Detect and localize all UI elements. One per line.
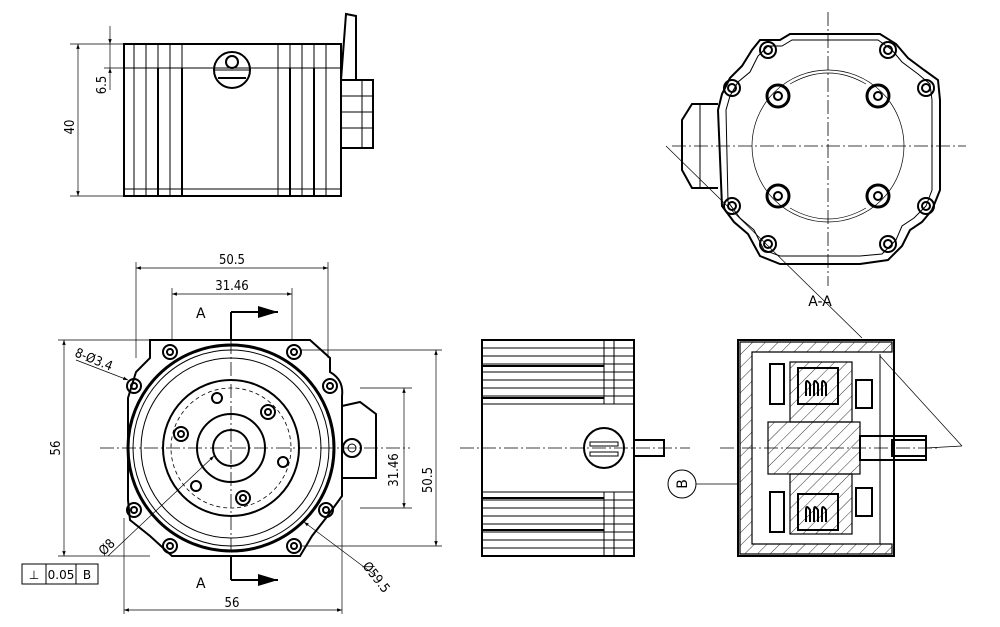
dim-groove-6-5: 6.5 — [95, 76, 110, 95]
section-label-a-bottom: A — [196, 576, 206, 592]
tolerance-frame: ⊥ 0.05 B — [21, 563, 99, 585]
dim-height-56: 56 — [49, 441, 64, 456]
section-view: B — [667, 339, 963, 557]
datum-label-b: B — [675, 479, 691, 489]
front-view: A A 50.5 31.46 56 8-Ø3.4 Ø8 Ø59.5 31.46 — [49, 253, 442, 614]
tolerance-datum: B — [83, 568, 91, 582]
dim-width-56: 56 — [225, 596, 240, 611]
dim-height-40: 40 — [63, 120, 78, 135]
dim-holes-8-d3-4: 8-Ø3.4 — [73, 346, 115, 375]
dim-width-50-5: 50.5 — [219, 253, 245, 268]
view-label-a-a: A-A — [808, 294, 832, 310]
dim-inner-31-46: 31.46 — [215, 279, 248, 294]
dim-side-31-46: 31.46 — [387, 453, 402, 486]
view-a-a: A-A — [665, 12, 966, 339]
dim-shaft-d8: Ø8 — [96, 536, 118, 558]
tolerance-symbol: ⊥ — [29, 568, 39, 582]
side-view — [460, 339, 690, 557]
dim-side-50-5: 50.5 — [421, 467, 436, 493]
section-label-a-top: A — [196, 306, 206, 322]
tolerance-value: 0.05 — [48, 568, 75, 582]
dim-pilot-d59-5: Ø59.5 — [359, 559, 393, 596]
top-view: 40 6.5 — [63, 12, 374, 197]
